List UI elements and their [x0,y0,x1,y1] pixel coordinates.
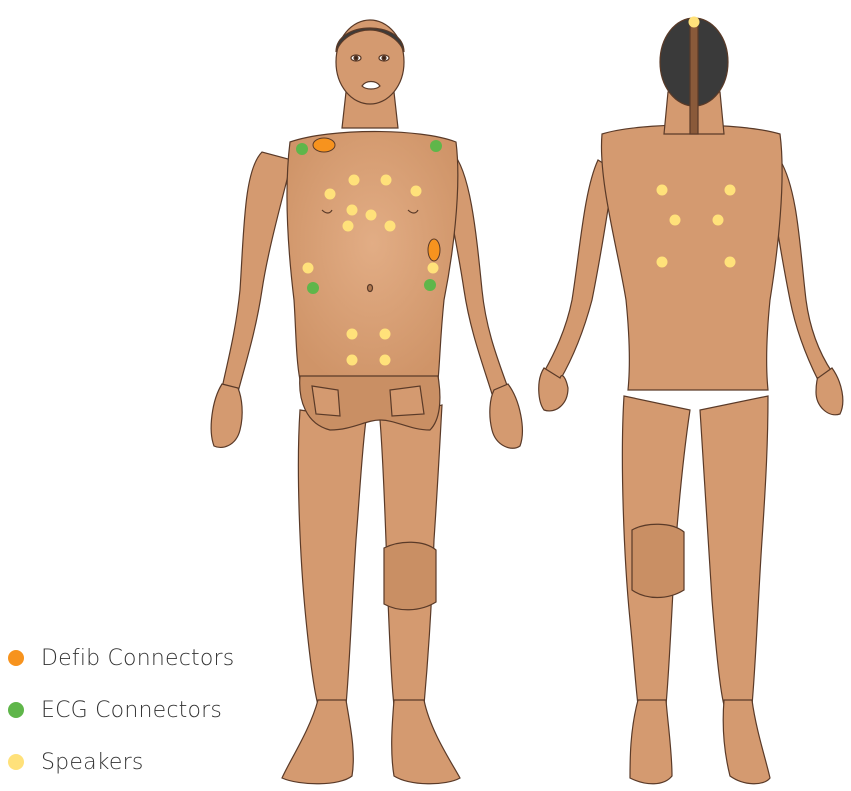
speaker [349,175,360,186]
speaker [428,263,439,274]
back-calf-pad [632,524,684,597]
speaker [657,185,668,196]
speaker [366,210,377,221]
ecg-dot-icon [8,702,24,718]
legend-item-ecg: ECG Connectors [8,684,234,736]
legend-item-defib: Defib Connectors [8,632,234,684]
ecg-connector [307,282,319,294]
speaker [670,215,681,226]
speaker [380,355,391,366]
back-left-leg [700,396,768,705]
speaker [689,17,700,28]
speaker [381,175,392,186]
speaker [380,329,391,340]
front-right-hand [211,384,242,447]
speaker [347,355,358,366]
speaker [725,257,736,268]
front-right-arm [222,152,292,392]
ecg-connector [430,140,442,152]
front-right-foot [282,700,353,784]
back-spine-zipper [690,20,698,134]
legend: Defib Connectors ECG Connectors Speakers [8,632,234,788]
speaker [713,215,724,226]
ecg-connector [424,279,436,291]
defib-dot-icon [8,650,24,666]
speaker [347,205,358,216]
speaker [411,186,422,197]
legend-item-speakers: Speakers [8,736,234,788]
speaker [343,221,354,232]
speaker [725,185,736,196]
defib-connector [313,138,335,152]
back-figure [539,18,843,784]
back-torso [601,125,782,390]
legend-label: Defib Connectors [41,646,234,671]
speaker [325,189,336,200]
legend-label: Speakers [41,750,144,775]
front-head [336,20,404,104]
speaker [347,329,358,340]
front-left-foot [392,700,460,784]
front-left-hand [490,384,523,448]
speaker [385,221,396,232]
front-figure [211,20,522,784]
front-right-leg [298,410,366,705]
legend-label: ECG Connectors [41,698,222,723]
speaker [657,257,668,268]
defib-connector [428,239,440,261]
speaker [303,263,314,274]
ecg-connector [296,143,308,155]
front-knee-pad [384,542,436,610]
speaker-dot-icon [8,754,24,770]
